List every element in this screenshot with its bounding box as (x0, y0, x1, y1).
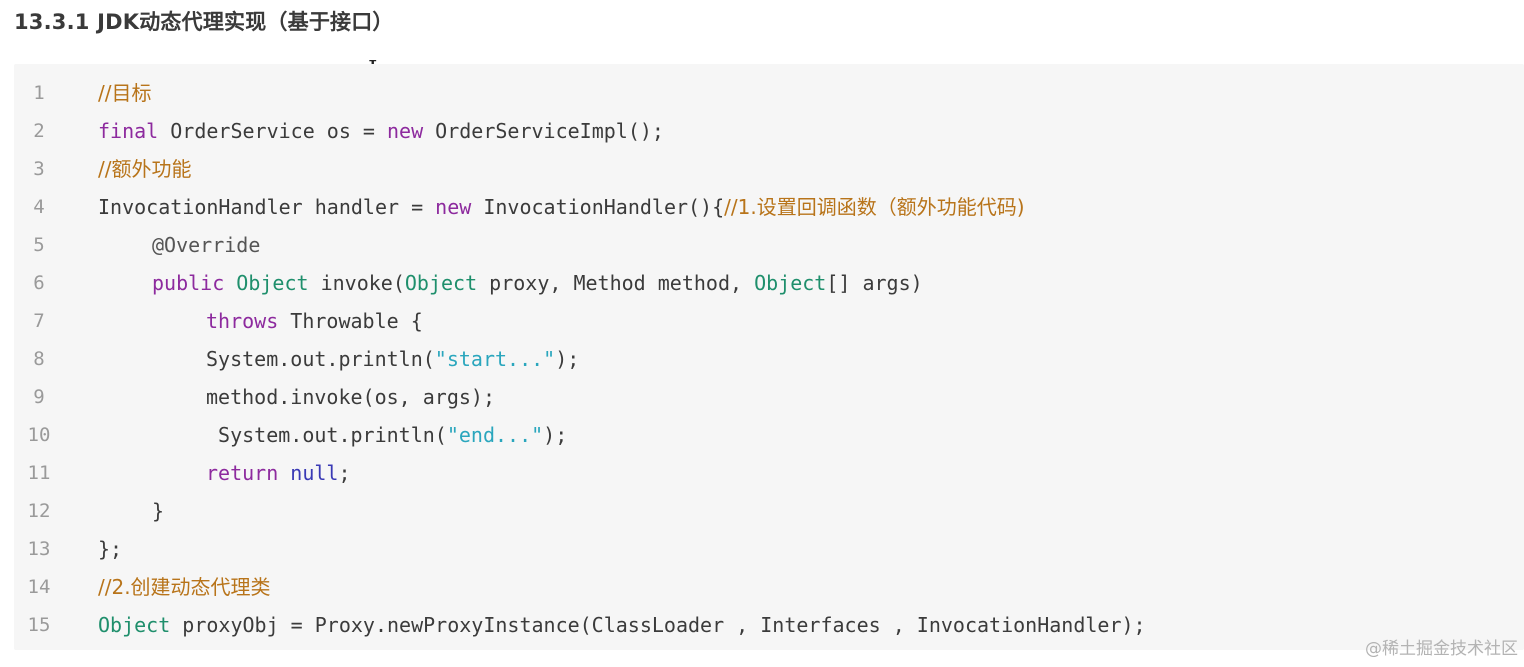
code-line: 12} (14, 492, 1524, 530)
code-token: "end..." (446, 423, 544, 447)
code-line: 11 return null; (14, 454, 1524, 492)
code-text: //额外功能 (98, 150, 191, 188)
code-token (224, 271, 236, 295)
code-text: }; (98, 530, 122, 568)
line-number: 7 (33, 310, 45, 332)
code-token: Object (98, 613, 171, 637)
code-line: 2 final OrderService os = new OrderServic… (14, 112, 1524, 150)
code-line: 10 System.out.println("end..."); (14, 416, 1524, 454)
code-line: 13}; (14, 530, 1524, 568)
code-text: } (152, 492, 164, 530)
line-number: 12 (27, 500, 51, 522)
code-token: [] args) (826, 271, 923, 295)
code-token: ); (543, 423, 568, 447)
code-token: method.invoke(os, args); (206, 385, 495, 409)
code-token: proxyObj = Proxy.newProxyInstance(ClassL… (170, 613, 1146, 637)
watermark: @稀土掘金技术社区 (1365, 639, 1518, 659)
line-number: 11 (27, 462, 51, 484)
code-token: Object (754, 271, 827, 295)
code-token: OrderService os = (158, 119, 387, 143)
code-line: 3 //额外功能 (14, 150, 1524, 188)
code-token: //额外功能 (98, 157, 192, 181)
code-token: public (152, 271, 225, 295)
code-token: null (290, 461, 339, 485)
code-line: 8 System.out.println("start..."); (14, 340, 1524, 378)
code-token: //1.设置回调函数（额外功能代码) (724, 195, 1025, 219)
code-token: new (435, 195, 472, 219)
line-number: 14 (27, 576, 51, 598)
code-text: method.invoke(os, args); (206, 378, 495, 416)
code-text: @Override (152, 226, 260, 264)
code-text: //2.创建动态代理类 (98, 568, 271, 606)
code-token: OrderServiceImpl(); (423, 119, 664, 143)
code-text: return null; (206, 454, 351, 492)
line-number: 1 (33, 82, 45, 104)
code-token: //2.创建动态代理类 (98, 575, 271, 599)
section-heading: 13.3.1 JDK动态代理实现（基于接口） (14, 10, 394, 34)
code-text: System.out.println("end..."); (206, 416, 567, 454)
code-text: throws Throwable { (206, 302, 423, 340)
code-text: final OrderService os = new OrderService… (98, 112, 664, 150)
code-token: }; (98, 537, 123, 561)
code-token: Throwable { (278, 309, 423, 333)
line-number: 6 (33, 272, 45, 294)
code-text: InvocationHandler handler = new Invocati… (98, 188, 1025, 226)
code-token: //目标 (98, 81, 152, 105)
line-number: 3 (33, 158, 45, 180)
code-block[interactable]: 1 //目标 2 final OrderService os = new OrderS… (14, 64, 1524, 650)
code-line: 9 method.invoke(os, args); (14, 378, 1524, 416)
line-number: 15 (27, 614, 51, 636)
code-line: 15 Object proxyObj = Proxy.newProxyInstan… (14, 606, 1524, 644)
code-token: Object (236, 271, 309, 295)
code-line: 4 InvocationHandler handler = new Invocat… (14, 188, 1524, 226)
code-token: ); (555, 347, 580, 371)
code-text: public Object invoke(Object proxy, Metho… (152, 264, 923, 302)
line-number: 5 (33, 234, 45, 256)
code-token (278, 461, 290, 485)
code-token: InvocationHandler handler = (98, 195, 436, 219)
code-text: System.out.println("start..."); (206, 340, 579, 378)
line-number: 9 (33, 386, 45, 408)
code-token: InvocationHandler(){ (471, 195, 725, 219)
line-number: 2 (33, 120, 45, 142)
line-number: 4 (33, 196, 45, 218)
code-token: Object (404, 271, 478, 295)
line-number: 8 (33, 348, 45, 370)
code-token: ; (338, 461, 351, 485)
code-line: 5 @Override (14, 226, 1524, 264)
code-text: //目标 (98, 74, 151, 112)
code-token: final (98, 119, 159, 143)
code-text: Object proxyObj = Proxy.newProxyInstance… (98, 606, 1146, 644)
code-line: 7 throws Throwable { (14, 302, 1524, 340)
code-token: return (206, 461, 279, 485)
code-token: throws (206, 309, 279, 333)
code-line: 1 //目标 (14, 74, 1524, 112)
code-line: 14 //2.创建动态代理类 (14, 568, 1524, 606)
code-token: } (152, 499, 165, 523)
code-token: invoke( (308, 271, 405, 295)
line-number: 10 (27, 424, 51, 446)
code-token: proxy, Method method, (477, 271, 755, 295)
code-token: new (387, 119, 424, 143)
line-number: 13 (27, 538, 51, 560)
code-token: "start..." (434, 347, 556, 371)
code-token: @Override (152, 233, 261, 257)
code-token: System.out.println( (206, 347, 435, 371)
code-token: System.out.println( (206, 423, 447, 447)
